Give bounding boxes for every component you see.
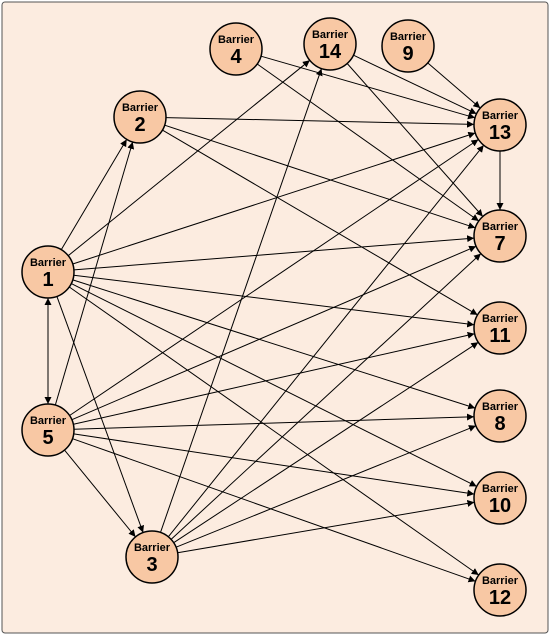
node-number-label: 14 (319, 41, 342, 63)
node-word-label: Barrier (482, 221, 519, 233)
edge-5-to-8 (73, 413, 475, 430)
node-circle (381, 19, 435, 73)
node-number-label: 10 (489, 495, 511, 517)
node-word-label: Barrier (30, 257, 67, 269)
node-word-label: Barrier (482, 483, 519, 495)
edge-5-to-10 (73, 433, 475, 497)
edge-3-to-7 (170, 253, 482, 540)
node-word-label: Barrier (482, 401, 519, 413)
edge-3-to-8 (175, 425, 477, 548)
node-number-label: 5 (42, 427, 53, 449)
edge-1-to-13 (72, 131, 476, 265)
node-word-label: Barrier (390, 31, 427, 43)
node-number-label: 1 (42, 269, 53, 291)
edge-2-to-7 (164, 124, 476, 229)
node-word-label: Barrier (482, 575, 519, 587)
edge-1-to-7 (73, 235, 475, 271)
node-circle (21, 403, 75, 457)
edge-5-to-3 (64, 449, 136, 538)
node-circle (473, 471, 527, 525)
edge-5-to-13 (69, 139, 479, 416)
edge-1-to-2 (60, 139, 128, 250)
edge-14-to-13 (353, 54, 477, 115)
edge-5-to-11 (73, 331, 475, 425)
node-circle (473, 98, 527, 152)
edge-9-to-13 (427, 62, 481, 109)
node-circle (209, 22, 263, 76)
node-word-label: Barrier (122, 102, 159, 114)
edge-3-to-11 (173, 341, 479, 544)
edge-4-to-7 (256, 63, 480, 222)
edge-5-to-12 (72, 438, 476, 583)
edge-14-to-7 (346, 63, 484, 217)
node-circle (113, 90, 167, 144)
node-number-label: 13 (489, 122, 511, 144)
nodes-layer: Barrier1Barrier2Barrier3Barrier4Barrier5… (21, 17, 527, 617)
edge-1-to-3 (56, 296, 144, 533)
edge-3-to-14 (160, 68, 323, 533)
node-circle (473, 563, 527, 617)
node-number-label: 7 (494, 233, 505, 255)
edge-5-to-2 (54, 141, 135, 406)
edge-1-to-8 (72, 279, 476, 410)
edges-layer (44, 54, 504, 583)
edge-5-to-7 (71, 245, 477, 421)
node-word-label: Barrier (482, 110, 519, 122)
node-number-label: 12 (489, 587, 511, 609)
edge-1-to-12 (69, 286, 479, 576)
edge-2-to-13 (165, 117, 475, 128)
node-number-label: 11 (489, 325, 510, 347)
node-number-label: 8 (494, 413, 505, 435)
node-circle (473, 389, 527, 443)
node-number-label: 3 (146, 554, 157, 576)
node-word-label: Barrier (482, 313, 519, 325)
edge-1-to-11 (73, 274, 475, 328)
node-circle (303, 17, 357, 71)
edge-2-to-11 (162, 129, 478, 316)
node-circle (21, 245, 75, 299)
node-number-label: 9 (402, 43, 413, 65)
node-circle (473, 301, 527, 355)
node-number-label: 4 (230, 46, 242, 68)
edge-3-to-10 (177, 500, 475, 554)
node-circle (125, 530, 179, 584)
node-word-label: Barrier (312, 29, 349, 41)
node-number-label: 2 (134, 114, 145, 136)
node-word-label: Barrier (30, 415, 67, 427)
node-word-label: Barrier (134, 542, 171, 554)
node-circle (473, 209, 527, 263)
edge-3-to-13 (167, 144, 485, 538)
node-word-label: Barrier (218, 34, 255, 46)
